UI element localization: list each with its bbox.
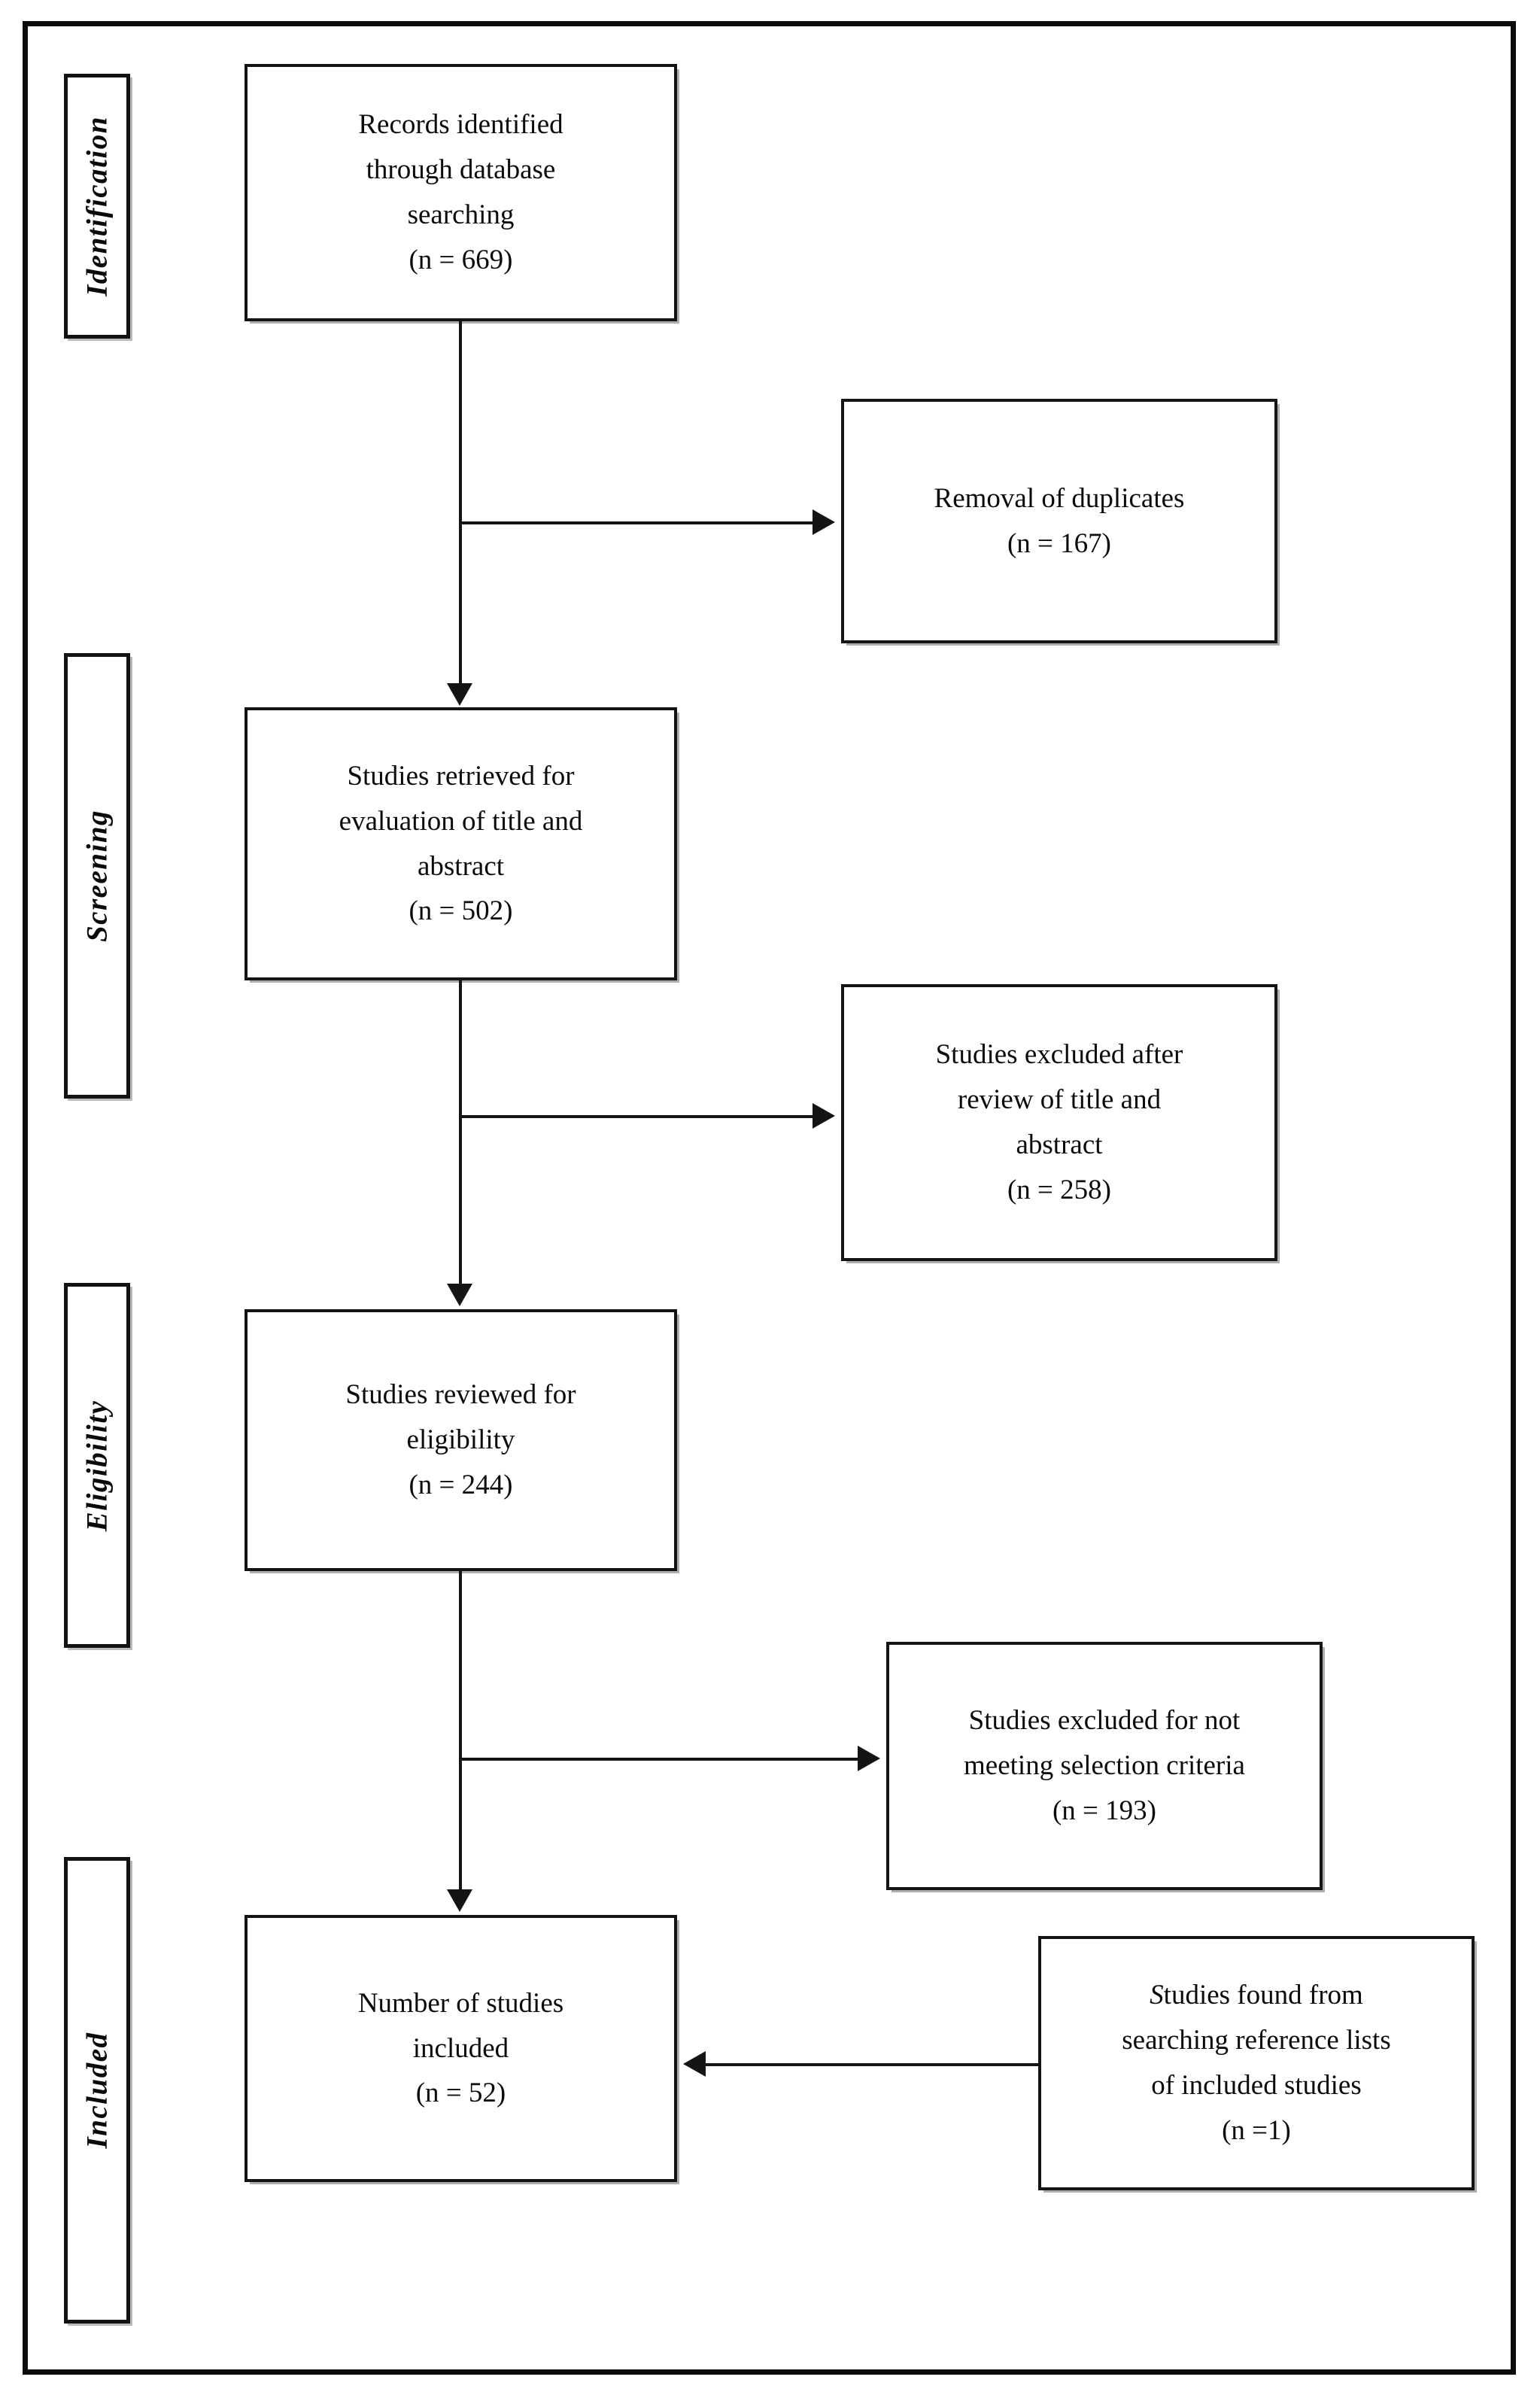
box-studies-included-text: Number of studies included (n = 52): [357, 1987, 564, 2109]
stage-bar-eligibility: Eligibility: [64, 1283, 130, 1648]
box-studies-reviewed: Studies reviewed for eligibility (n = 24…: [245, 1309, 677, 1571]
box-records-identified: Records identified through database sear…: [245, 64, 677, 321]
box-excluded-title-abstract-text: Studies excluded after review of title a…: [935, 1039, 1183, 1205]
stage-label-screening: Screening: [80, 809, 114, 943]
stage-bar-identification: Identification: [64, 74, 130, 339]
arrowhead-right-to-duplicates: [813, 509, 835, 535]
stage-bar-screening: Screening: [64, 653, 130, 1099]
box-studies-included: Number of studies included (n = 52): [245, 1915, 677, 2182]
stage-label-eligibility: Eligibility: [80, 1400, 114, 1531]
box-records-identified-text: Records identified through database sear…: [358, 109, 563, 275]
arrowhead-down-to-reviewed: [447, 1284, 472, 1306]
connector-line-to-duplicates: [459, 521, 813, 524]
connector-line-references-to-included: [706, 2063, 1038, 2066]
box-removal-duplicates: Removal of duplicates (n = 167): [841, 399, 1277, 643]
connector-line-identified-to-retrieved: [459, 321, 462, 683]
box-excluded-title-abstract: Studies excluded after review of title a…: [841, 984, 1277, 1261]
arrowhead-left-to-included: [683, 2051, 706, 2077]
connector-line-retrieved-to-reviewed: [459, 980, 462, 1284]
box-excluded-selection-criteria: Studies excluded for not meeting selecti…: [886, 1642, 1323, 1890]
box-removal-duplicates-text: Removal of duplicates (n = 167): [934, 482, 1185, 559]
arrowhead-down-to-included: [447, 1889, 472, 1912]
stage-bar-included: Included: [64, 1857, 130, 2324]
stage-label-identification: Identification: [80, 116, 114, 296]
connector-line-to-excluded-criteria: [459, 1758, 858, 1761]
box-studies-reviewed-text: Studies reviewed for eligibility (n = 24…: [345, 1379, 576, 1500]
box-excluded-selection-criteria-text: Studies excluded for not meeting selecti…: [964, 1705, 1245, 1826]
box-studies-from-references: Studies found from searching reference l…: [1038, 1936, 1475, 2190]
connector-line-reviewed-to-included: [459, 1571, 462, 1889]
box-studies-retrieved: Studies retrieved for evaluation of titl…: [245, 707, 677, 980]
arrowhead-right-to-excluded-title: [813, 1103, 835, 1129]
arrowhead-down-to-retrieved: [447, 683, 472, 706]
arrowhead-right-to-excluded-criteria: [858, 1746, 880, 1771]
stage-label-included: Included: [80, 2032, 114, 2149]
box-studies-from-references-text: Studies found from searching reference l…: [1122, 1980, 1391, 2146]
box-studies-retrieved-text: Studies retrieved for evaluation of titl…: [339, 760, 583, 927]
connector-line-to-excluded-title: [459, 1115, 813, 1118]
